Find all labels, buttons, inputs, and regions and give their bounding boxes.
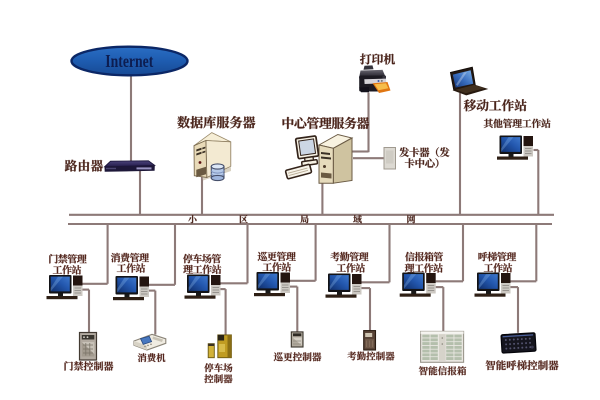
svg-text:Internet: Internet	[105, 51, 153, 71]
